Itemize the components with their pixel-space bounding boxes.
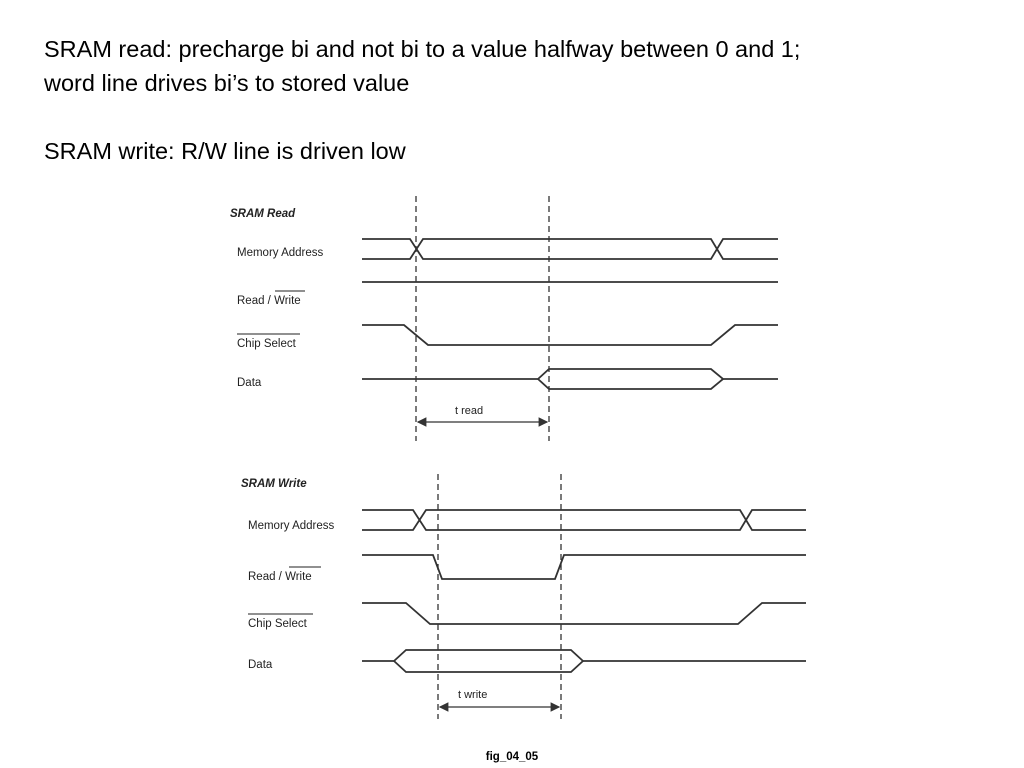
figure-caption: fig_04_05 <box>485 751 539 763</box>
read-label-data: Data <box>237 377 262 389</box>
read-label-memory-address: Memory Address <box>237 247 324 259</box>
read-memory-address-wave-top <box>362 238 778 260</box>
write-memory-address-wave-bottom <box>362 509 806 531</box>
write-label-chip-select: Chip Select <box>248 618 308 630</box>
sram-read-diagram: SRAM Read Memory Address Read / Write Ch… <box>230 196 778 441</box>
write-data-wave-top <box>362 649 806 662</box>
write-label-data: Data <box>248 659 273 671</box>
write-chip-select-wave <box>362 602 806 625</box>
read-label-read-write: Read / Write <box>237 295 301 307</box>
t-write-label: t write <box>458 689 487 701</box>
slide-line-read-1: SRAM read: precharge bi and not bi to a … <box>44 36 801 62</box>
read-memory-address-wave-bottom <box>362 238 778 260</box>
slide-text: SRAM read: precharge bi and not bi to a … <box>44 32 800 168</box>
t-read-label: t read <box>455 405 483 417</box>
write-data-wave-bottom <box>393 660 584 673</box>
write-label-read-write: Read / Write <box>248 571 312 583</box>
slide-line-write: SRAM write: R/W line is driven low <box>44 138 406 164</box>
write-read-write-wave <box>362 554 806 580</box>
sram-read-title: SRAM Read <box>230 208 296 220</box>
read-data-wave-top <box>362 368 778 380</box>
read-data-wave-bottom <box>537 378 724 390</box>
read-label-chip-select: Chip Select <box>237 338 297 350</box>
write-memory-address-wave-top <box>362 509 806 531</box>
read-chip-select-wave <box>362 324 778 346</box>
sram-write-title: SRAM Write <box>241 478 307 490</box>
slide-line-read-2: word line drives bi’s to stored value <box>44 70 410 96</box>
sram-write-diagram: SRAM Write Memory Address Read / Write C… <box>241 474 806 719</box>
write-label-memory-address: Memory Address <box>248 520 335 532</box>
